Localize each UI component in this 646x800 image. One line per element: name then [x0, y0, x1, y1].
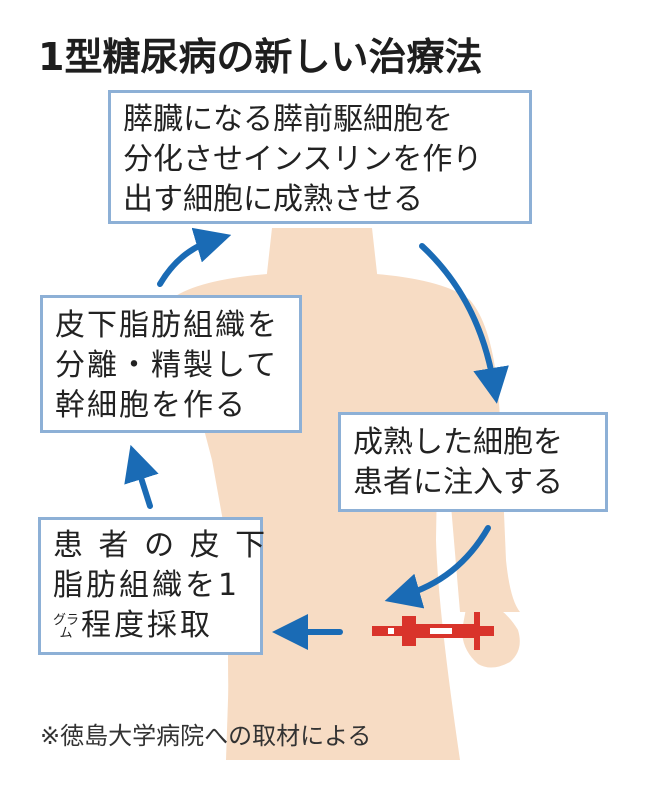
step-text-line: 分離・精製して [55, 348, 279, 383]
arrow-extract-to-separate [124, 444, 159, 509]
step-text-line: 出す細胞に成熟させる [123, 182, 423, 217]
arrow-inject-to-syringe [384, 525, 491, 609]
gram-unit-label: グラム [53, 614, 79, 640]
step-text-line: 患者に注入する [353, 465, 563, 500]
diagram-title: 1型糖尿病の新しい治療法 [38, 35, 483, 79]
step-text-line: 脂肪組織を1 [53, 568, 241, 603]
gram-unit-bottom: ム [59, 625, 73, 641]
step-inject-box: 成熟した細胞を 患者に注入する [338, 412, 608, 512]
arrow-separate-to-mature [157, 227, 232, 287]
step-text-line: 皮下脂肪組織を [55, 308, 279, 343]
step-text-fragment: 程度採取 [81, 608, 213, 643]
gram-unit-top: グラ [53, 612, 80, 628]
step-extract-box: 患 者 の 皮 下 脂肪組織を1 グラム程度採取 [38, 517, 269, 655]
arrow-mature-to-inject [419, 243, 509, 404]
step-text-line: 膵臓になる膵前駆細胞を [123, 102, 453, 137]
step-text-line: 分化させインスリンを作り [123, 142, 483, 177]
step-text-line: 患 者 の 皮 下 [53, 528, 269, 563]
source-footnote: ※徳島大学病院への取材による [40, 722, 372, 750]
syringe-icon [372, 612, 494, 650]
step-separate-box: 皮下脂肪組織を 分離・精製して 幹細胞を作る [40, 295, 302, 433]
step-mature-cells-box: 膵臓になる膵前駆細胞を 分化させインスリンを作り 出す細胞に成熟させる [108, 90, 532, 224]
step-text-line: 幹細胞を作る [55, 388, 247, 423]
step-text-line: 成熟した細胞を [353, 425, 563, 460]
step-text-line: グラム程度採取 [53, 606, 248, 646]
